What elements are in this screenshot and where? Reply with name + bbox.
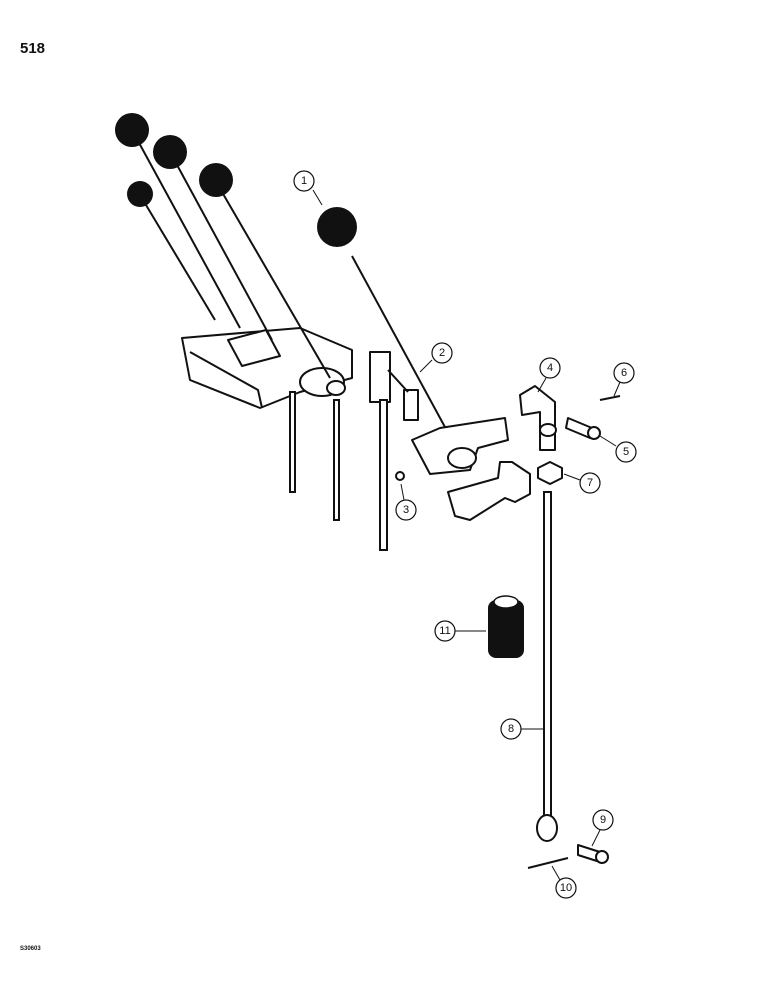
part-8-rod bbox=[536, 491, 558, 842]
callout-5: 5 bbox=[599, 435, 637, 463]
callout-9: 9 bbox=[591, 809, 614, 847]
callout-4: 4 bbox=[537, 357, 561, 393]
svg-text:8: 8 bbox=[508, 723, 514, 735]
svg-text:5: 5 bbox=[623, 446, 629, 458]
part-3-screw bbox=[395, 471, 405, 481]
svg-text:3: 3 bbox=[403, 504, 409, 516]
callout-1: 1 bbox=[293, 170, 323, 206]
svg-text:1: 1 bbox=[301, 175, 307, 187]
part-5-pin bbox=[565, 417, 601, 440]
lever-knob bbox=[199, 163, 233, 197]
svg-text:4: 4 bbox=[547, 362, 553, 374]
bellcrank bbox=[447, 461, 531, 521]
callout-6: 6 bbox=[613, 362, 635, 397]
part-6-cotter-pin bbox=[599, 395, 621, 401]
part-9-pin bbox=[577, 844, 609, 864]
part-2-lever bbox=[351, 255, 509, 475]
page-number: 518 bbox=[20, 40, 46, 57]
callout-8: 8 bbox=[500, 718, 544, 740]
lever-knob bbox=[127, 181, 153, 207]
svg-text:10: 10 bbox=[560, 882, 572, 894]
callout-11: 11 bbox=[434, 620, 486, 642]
part-10-cotter-pin bbox=[527, 857, 569, 869]
figure-code: S30603 bbox=[20, 946, 41, 952]
lever-knob bbox=[115, 113, 149, 147]
svg-text:9: 9 bbox=[600, 814, 606, 826]
part-4-clevis bbox=[519, 385, 557, 451]
part-1-knob bbox=[317, 207, 357, 247]
svg-text:6: 6 bbox=[621, 367, 627, 379]
callout-3: 3 bbox=[395, 483, 417, 521]
control-lever-assembly bbox=[115, 113, 419, 551]
svg-text:7: 7 bbox=[587, 477, 593, 489]
callout-2: 2 bbox=[419, 342, 453, 373]
callout-10: 10 bbox=[551, 865, 577, 899]
svg-text:2: 2 bbox=[439, 347, 445, 359]
part-11-boot bbox=[488, 595, 524, 658]
lever-knob bbox=[153, 135, 187, 169]
svg-text:11: 11 bbox=[439, 625, 450, 637]
part-7-nut bbox=[537, 461, 563, 485]
callout-7: 7 bbox=[563, 472, 601, 494]
